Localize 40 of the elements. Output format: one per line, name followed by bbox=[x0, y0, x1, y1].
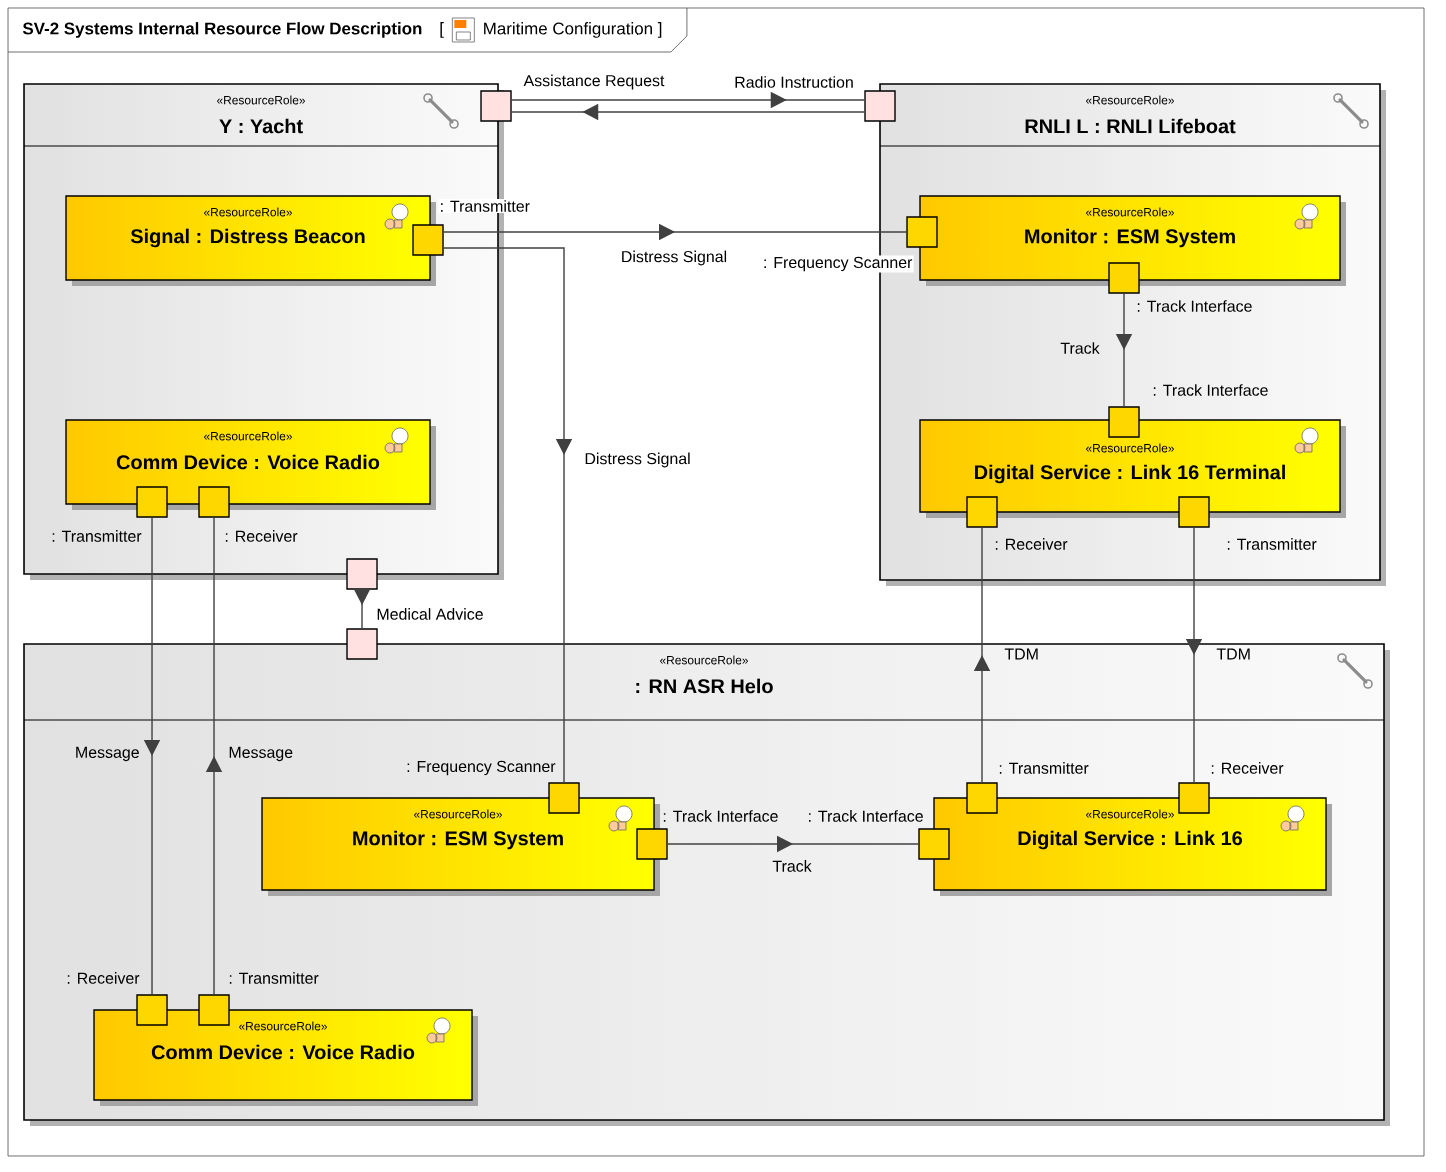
port-square bbox=[412, 224, 444, 256]
resource-role-box bbox=[933, 797, 1332, 896]
resource-role-box bbox=[65, 419, 436, 510]
role-name: Digital Service : Link 16 Terminal bbox=[975, 464, 1285, 484]
role-name: Monitor : ESM System bbox=[353, 830, 563, 850]
role-name: Digital Service : Link 16 bbox=[1018, 830, 1243, 850]
diagram-title: SV-2 Systems Internal Resource Flow Description bbox=[22, 22, 422, 38]
port-square bbox=[1178, 782, 1210, 814]
port-square bbox=[548, 782, 580, 814]
role-name: Comm Device : Voice Radio bbox=[116, 454, 380, 470]
port-square bbox=[346, 628, 378, 660]
port-square bbox=[136, 994, 168, 1026]
port-square bbox=[480, 90, 512, 122]
flow-arrow bbox=[443, 247, 573, 783]
role-name: Signal : Distress Beacon bbox=[130, 228, 365, 248]
port-square bbox=[1108, 262, 1140, 294]
role-name: RNLI L : RNLI Lifeboat bbox=[1025, 118, 1236, 134]
port-square bbox=[864, 90, 896, 122]
resource-role-box bbox=[65, 195, 436, 286]
resource-role-box bbox=[261, 797, 660, 896]
port-square bbox=[198, 994, 230, 1026]
bracket-label: [ bbox=[440, 22, 444, 38]
port-square bbox=[966, 782, 998, 814]
port-square bbox=[906, 216, 938, 248]
port-square bbox=[966, 496, 998, 528]
resource-role-box bbox=[93, 1009, 478, 1106]
port-square bbox=[1108, 406, 1140, 438]
port-square bbox=[1178, 496, 1210, 528]
resource-role-box bbox=[919, 195, 1346, 286]
role-name: : RN ASR Helo bbox=[636, 678, 773, 694]
port-square bbox=[136, 486, 168, 518]
role-name: Y : Yacht bbox=[219, 118, 303, 134]
role-name: Comm Device : Voice Radio bbox=[151, 1044, 415, 1060]
port-square bbox=[918, 828, 950, 860]
port-square bbox=[346, 558, 378, 590]
configuration-label: Maritime Configuration ] bbox=[484, 22, 662, 38]
port-square bbox=[198, 486, 230, 518]
role-name: Monitor : ESM System bbox=[1025, 228, 1235, 248]
resource-role-box bbox=[919, 419, 1346, 518]
port-square bbox=[636, 828, 668, 860]
